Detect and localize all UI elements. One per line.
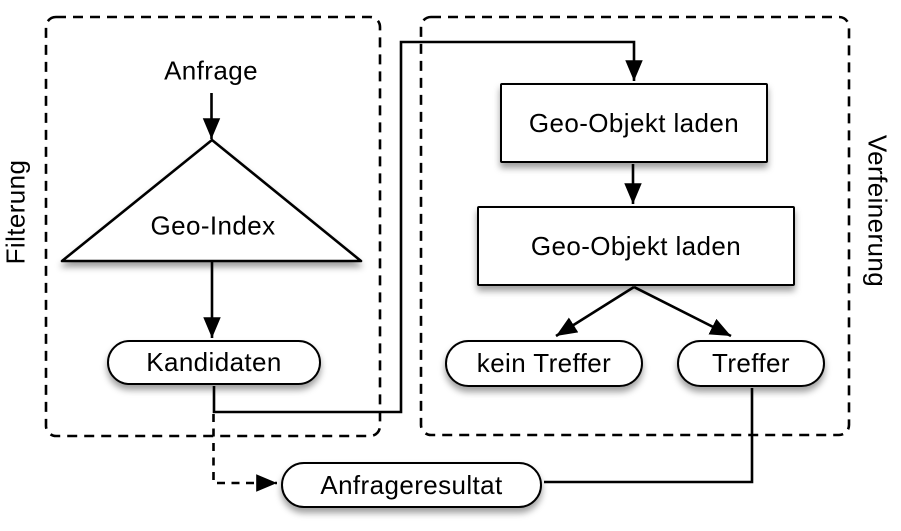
geo-index-triangle	[60, 138, 363, 263]
anfrage-label: Anfrage	[164, 55, 258, 86]
verfeinerung-region-border	[419, 15, 851, 437]
edge-geoobjekt2-to-keintreffer	[555, 285, 635, 338]
edge-treffer-to-anfrageresultat	[544, 388, 754, 484]
node-kandidaten: Kandidaten	[107, 340, 321, 385]
edge-kandidaten-to-geoobjekt1	[212, 40, 643, 414]
node-kein-treffer: kein Treffer	[445, 340, 643, 387]
geo-index-label: Geo-Index	[150, 210, 276, 241]
node-anfrageresultat: Anfrageresultat	[281, 462, 542, 508]
edge-geoobjekt2-to-treffer	[633, 285, 732, 338]
node-geo-objekt-laden-2: Geo-Objekt laden	[477, 206, 795, 286]
node-geo-objekt-laden-1: Geo-Objekt laden	[500, 83, 768, 163]
verfeinerung-region-label: Verfeinerung	[862, 134, 893, 288]
filterung-region-label: Filterung	[0, 159, 31, 265]
node-treffer: Treffer	[677, 340, 825, 387]
edge-kandidaten-to-anfrageresultat-dashed	[212, 414, 277, 492]
